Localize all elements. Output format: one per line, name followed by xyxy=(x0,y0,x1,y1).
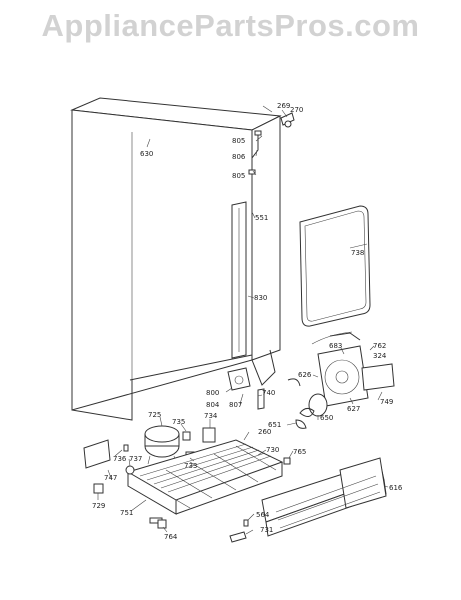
part-label: 735 xyxy=(172,418,185,426)
part-label: 270 xyxy=(290,106,303,114)
part-label: 683 xyxy=(329,342,342,350)
part-label: 765 xyxy=(293,448,306,456)
part-label: 730 xyxy=(266,446,279,454)
mullion-part xyxy=(231,201,247,359)
part-label: 749 xyxy=(380,398,393,406)
part-label: 806 xyxy=(232,153,246,161)
part-label: 630 xyxy=(140,150,153,158)
part-label: 737 xyxy=(129,455,142,463)
part-label: 805 xyxy=(232,137,245,145)
hinge-part xyxy=(280,112,295,128)
part-label: 734 xyxy=(204,412,218,420)
part-label: 733 xyxy=(184,462,197,470)
part-label: 751 xyxy=(120,509,133,517)
part-label: 807 xyxy=(229,401,242,409)
part-label: 800 xyxy=(206,389,219,397)
part-label: 729 xyxy=(92,502,105,510)
defrost-components xyxy=(227,367,265,410)
part-label: 736 xyxy=(113,455,127,463)
door-gasket xyxy=(299,205,371,327)
leader-lines xyxy=(97,105,389,535)
part-label: 616 xyxy=(389,484,403,492)
part-label: 627 xyxy=(347,405,360,413)
tube-part xyxy=(248,130,262,175)
watermark: AppliancePartsPros.com xyxy=(41,8,420,43)
small-hardware xyxy=(83,439,291,543)
compressor xyxy=(144,425,180,465)
part-label: 725 xyxy=(148,411,161,419)
evaporator-fan-assembly xyxy=(287,331,395,429)
part-label: 551 xyxy=(255,214,268,222)
part-label: 740 xyxy=(262,389,275,397)
part-label: 804 xyxy=(206,401,220,409)
part-labels: 269 270 630 805 806 805 551 738 830 683 … xyxy=(92,102,403,541)
part-label: 805 xyxy=(232,172,245,180)
part-label: 747 xyxy=(104,474,117,482)
cabinet xyxy=(70,97,282,421)
part-label: 738 xyxy=(351,249,364,257)
part-label: 626 xyxy=(298,371,312,379)
part-label: 830 xyxy=(254,294,267,302)
part-label: 324 xyxy=(373,352,387,360)
part-label: 762 xyxy=(373,342,386,350)
part-label: 564 xyxy=(256,511,270,519)
part-label: 764 xyxy=(164,533,178,541)
part-label: 260 xyxy=(258,428,271,436)
condenser-coil xyxy=(126,439,284,524)
rear-grille xyxy=(261,457,387,537)
part-label: 731 xyxy=(260,526,273,534)
part-label: 651 xyxy=(268,421,281,429)
part-label: 269 xyxy=(277,102,290,110)
part-label: 650 xyxy=(320,414,333,422)
